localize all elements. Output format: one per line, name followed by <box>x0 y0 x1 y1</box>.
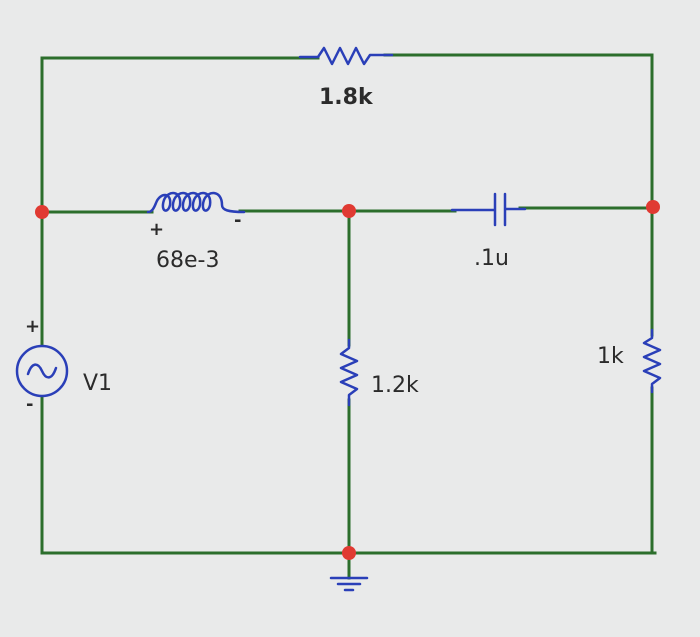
capacitor[interactable]: .1u <box>450 192 527 271</box>
nodes <box>35 200 660 560</box>
node-center[interactable] <box>342 204 356 218</box>
ac-source-icon <box>15 344 69 398</box>
inductor-plus-sign: + <box>149 219 164 240</box>
resistor-top[interactable]: 1.8k <box>298 46 394 110</box>
node-left[interactable] <box>35 205 49 219</box>
inductor[interactable]: + - 68e-3 <box>146 191 246 273</box>
resistor-right-label: 1k <box>597 344 624 369</box>
resistor-mid-symbol <box>339 338 359 407</box>
resistor-mid[interactable]: 1.2k <box>339 338 419 407</box>
node-right[interactable] <box>646 200 660 214</box>
inductor-label: 68e-3 <box>156 248 219 273</box>
resistor-right[interactable]: 1k <box>597 328 662 394</box>
inductor-symbol <box>146 191 246 214</box>
wire-top-left <box>40 56 320 214</box>
resistor-top-label: 1.8k <box>319 85 374 110</box>
source-minus-sign: - <box>26 394 33 415</box>
inductor-minus-sign: - <box>234 210 241 231</box>
wires <box>40 53 657 580</box>
resistor-mid-label: 1.2k <box>371 373 419 398</box>
capacitor-label: .1u <box>474 246 509 271</box>
voltage-source[interactable]: + - V1 <box>15 316 112 415</box>
wire-top-right <box>383 53 654 209</box>
resistor-top-symbol <box>298 46 394 66</box>
resistor-right-symbol <box>642 328 662 394</box>
ac-source-wave <box>26 363 58 379</box>
source-plus-sign: + <box>25 316 40 337</box>
node-ground[interactable] <box>342 546 356 560</box>
source-label: V1 <box>83 371 112 396</box>
ground-icon <box>329 576 369 592</box>
